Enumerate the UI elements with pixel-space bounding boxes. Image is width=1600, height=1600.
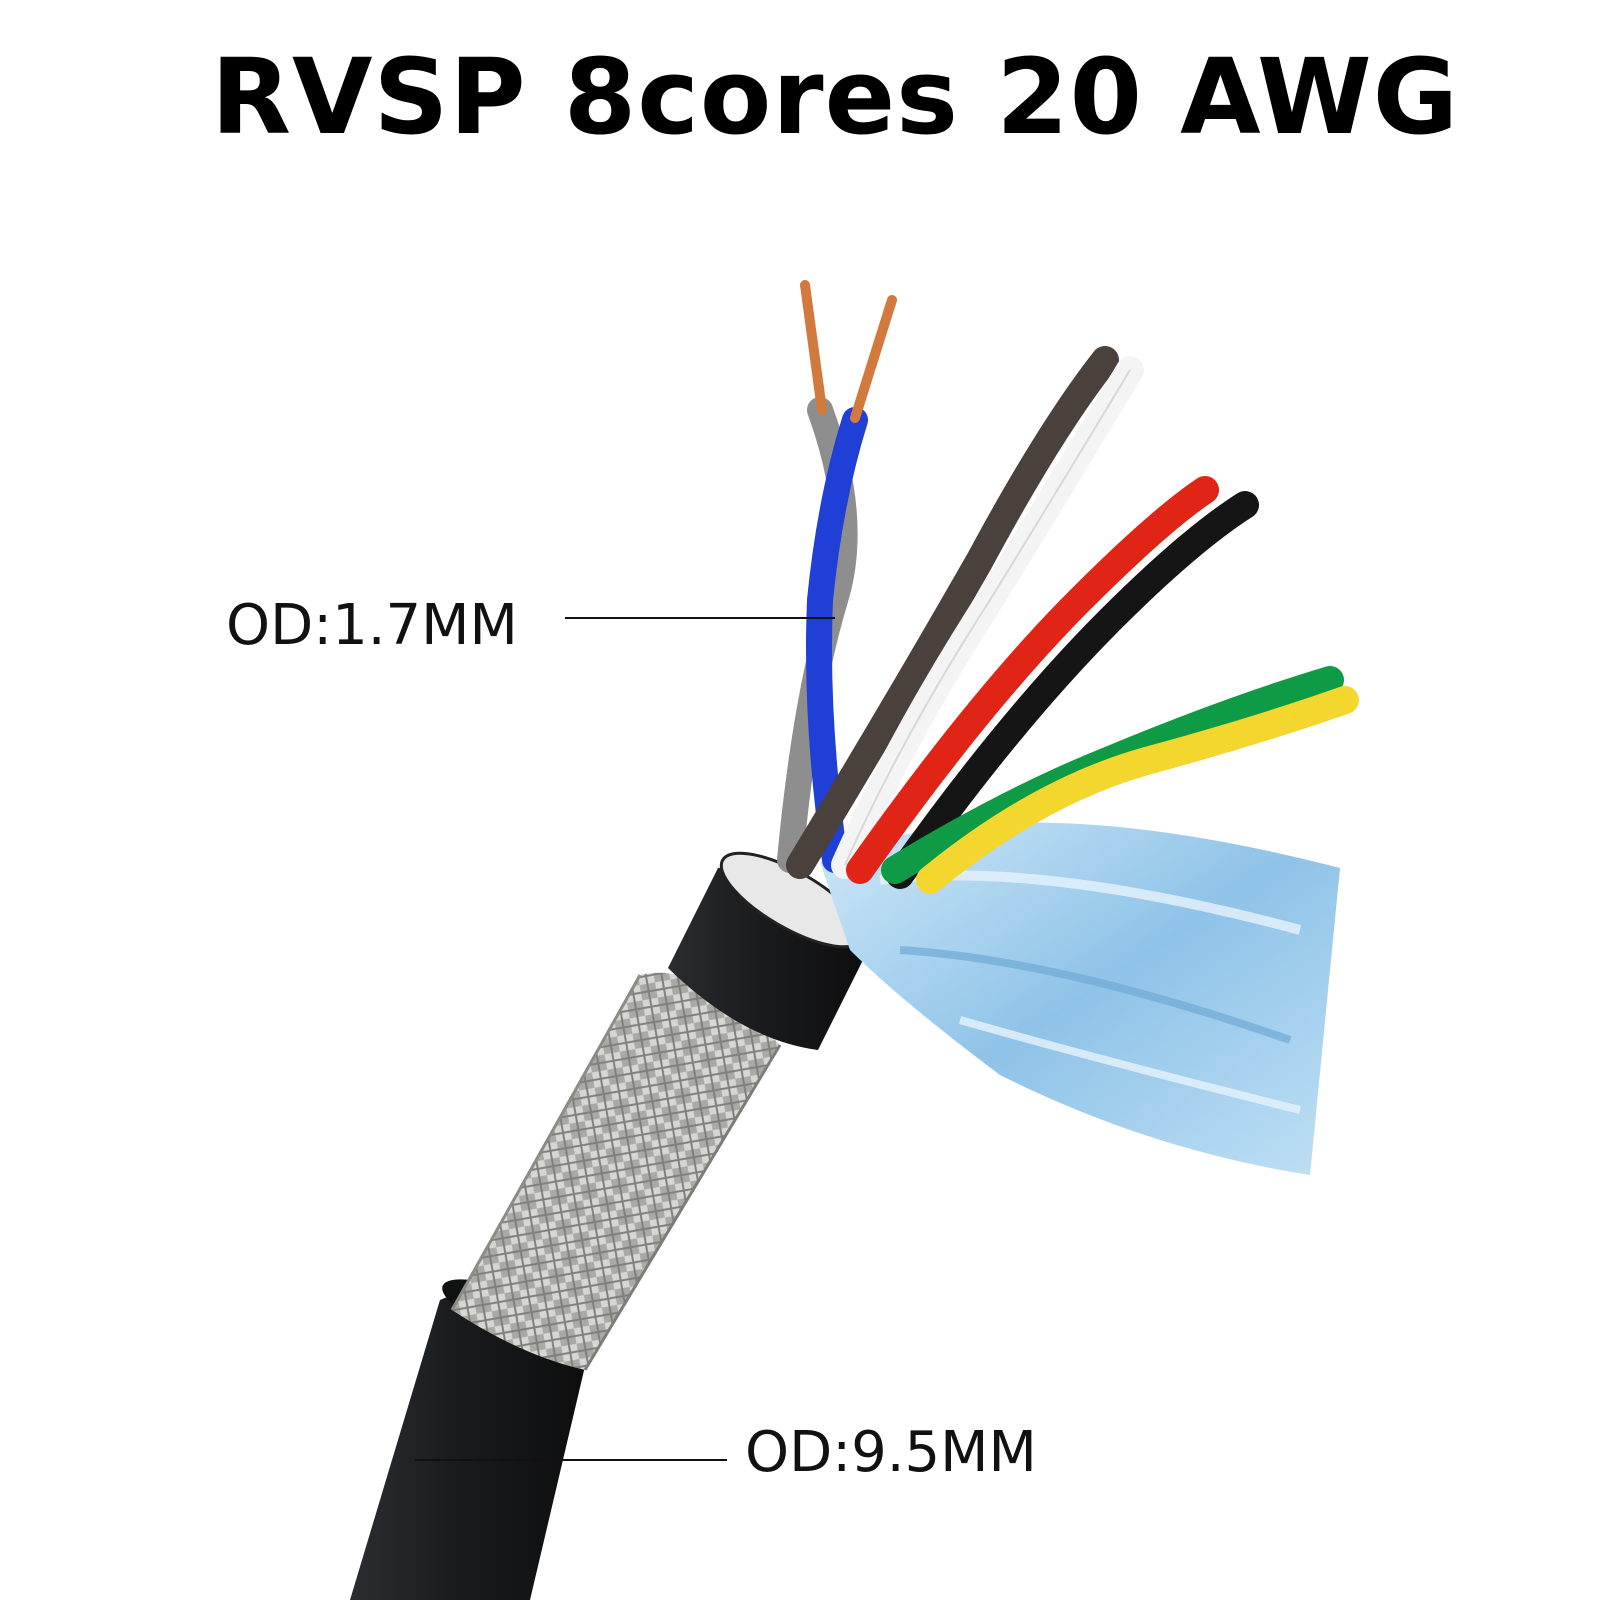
core-pair-red-black	[846, 476, 1259, 889]
core-od-leader-line	[565, 617, 835, 619]
core-pair-gray-blue	[777, 280, 897, 873]
product-title: RVSP 8cores 20 AWG	[210, 36, 1460, 158]
core-od-label: OD:1.7MM	[226, 593, 518, 658]
inner-jacket	[668, 851, 868, 1050]
braided-shield	[450, 972, 782, 1371]
core-pair-brown-white	[786, 346, 1144, 879]
cable-od-label: OD:9.5MM	[745, 1420, 1037, 1485]
core-pair-green-yellow	[881, 666, 1359, 894]
cable-od-leader-line	[415, 1459, 727, 1461]
